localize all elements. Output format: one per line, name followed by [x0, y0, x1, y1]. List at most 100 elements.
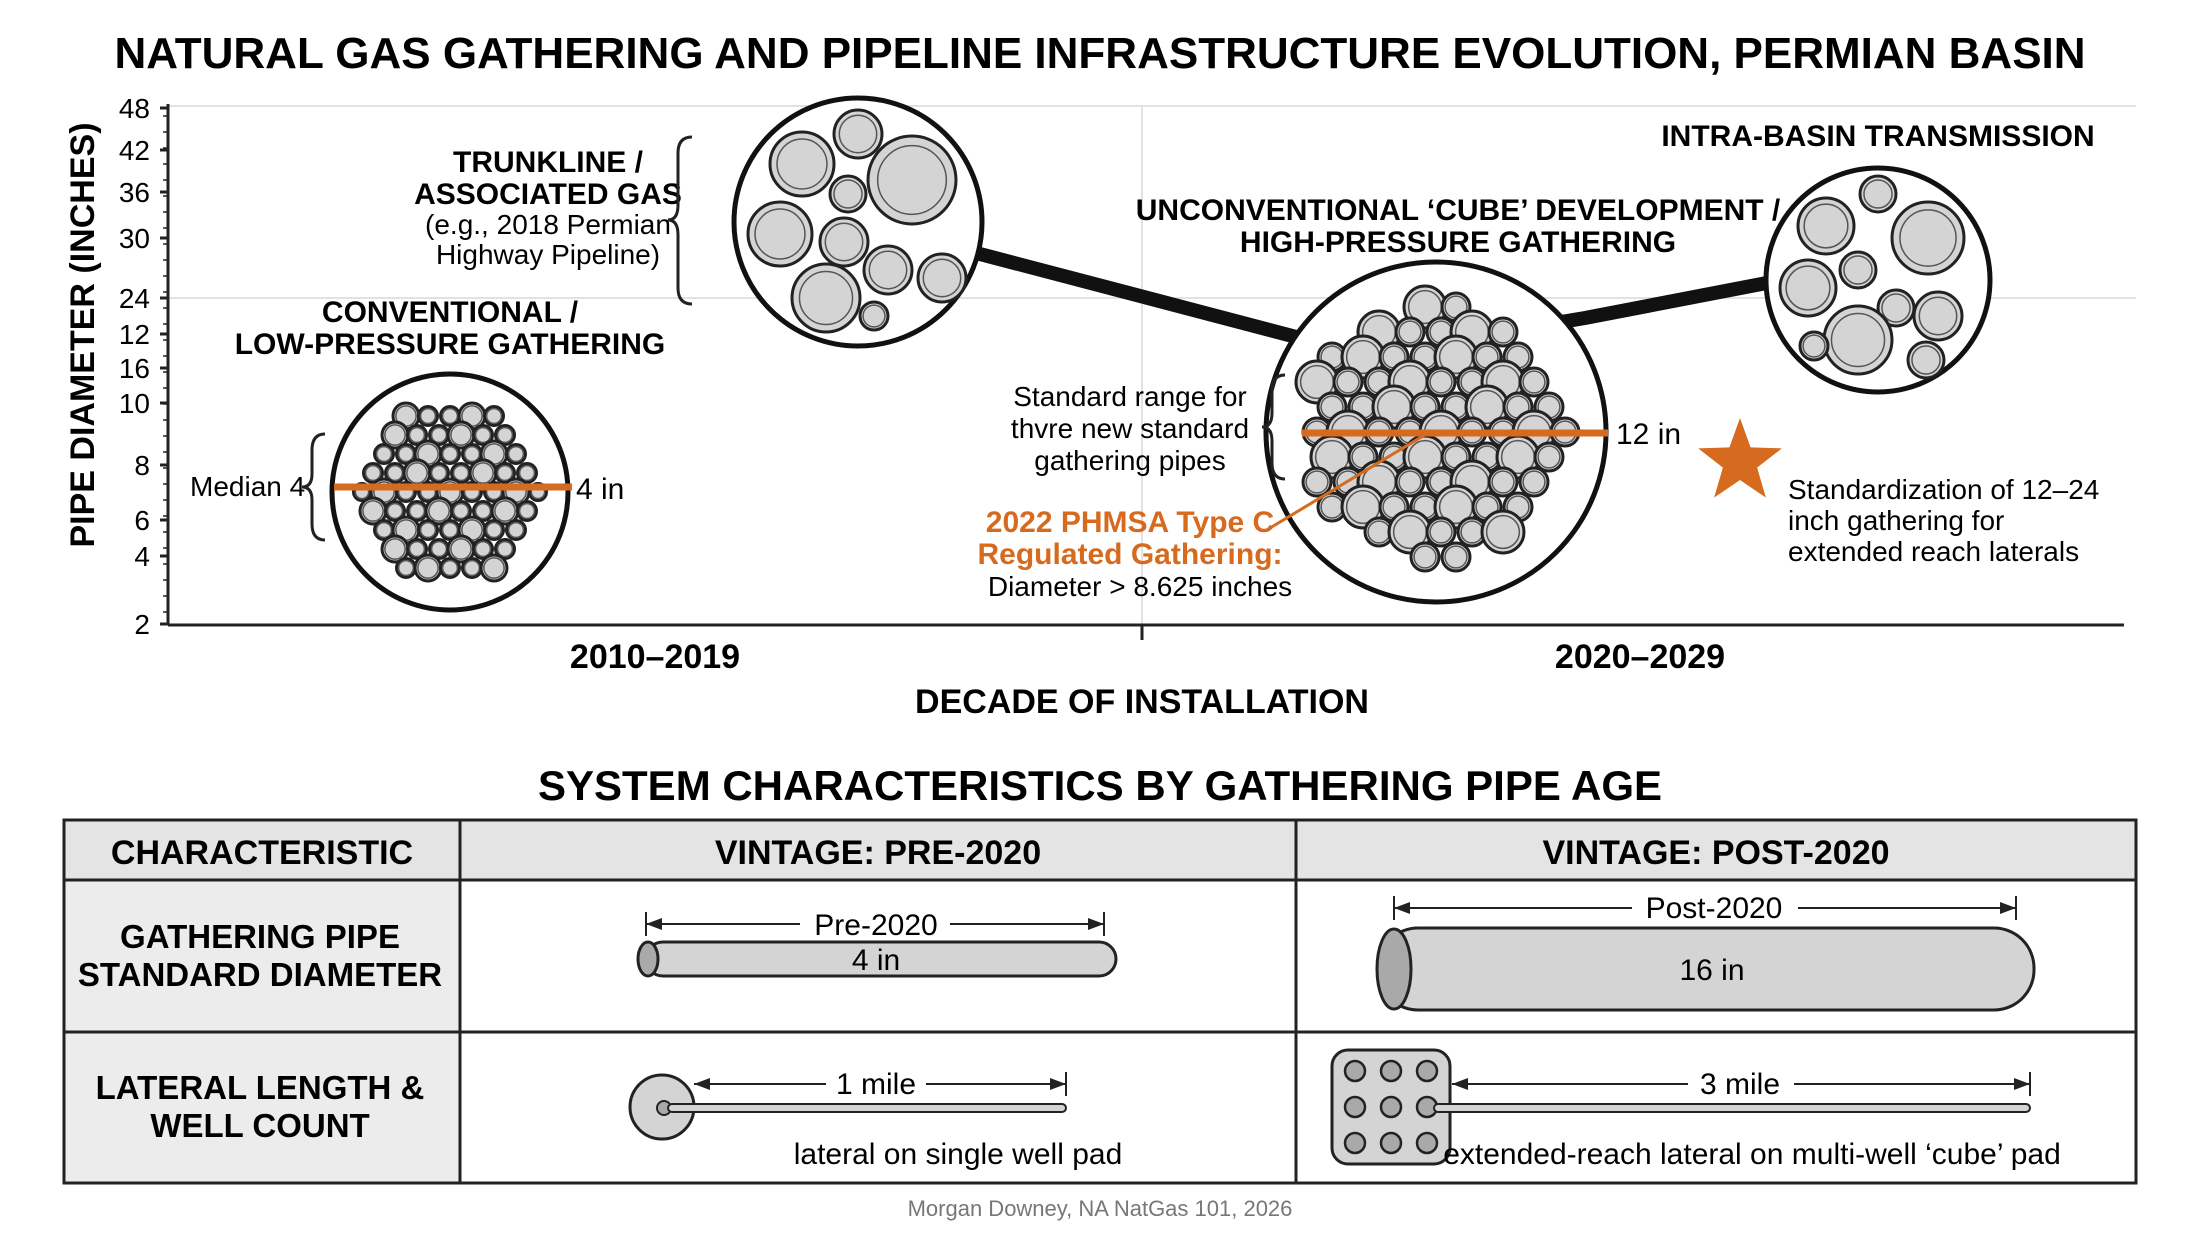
pipe-cross-section	[1838, 250, 1878, 290]
pre2020-lateral-illustration: 1 mile lateral on single well pad	[628, 1066, 1123, 1171]
trunkline-title-2: ASSOCIATED GAS	[414, 178, 682, 211]
pipe-cross-section	[1518, 366, 1550, 398]
dimension-label-background	[1688, 1066, 1794, 1102]
pipe-inner-wall	[483, 557, 505, 579]
pipe-inner-wall	[1429, 520, 1453, 544]
credit-line: Morgan Downey, NA NatGas 101, 2026	[908, 1196, 1293, 1221]
pipe-inner-wall	[430, 540, 448, 558]
pipe-inner-wall	[518, 464, 536, 482]
x-category-label: 2010–2019	[570, 638, 740, 676]
pipe-inner-wall	[1803, 203, 1849, 249]
table-header-pre2020: VINTAGE: PRE-2020	[715, 834, 1041, 872]
pipe-inner-wall	[397, 445, 415, 463]
pipe-inner-wall	[507, 521, 525, 539]
wellhead	[1379, 1059, 1403, 1083]
arrowhead	[2014, 1078, 2030, 1090]
pipe-inner-wall	[507, 445, 525, 463]
pre2020-diameter-value: 4 in	[852, 944, 900, 977]
pipe-inner-wall	[430, 464, 448, 482]
conventional-median-label: Median 4	[190, 471, 305, 502]
pipe-cross-section	[1858, 174, 1898, 214]
star-icon	[1698, 418, 1782, 498]
pipe-inner-wall	[1413, 545, 1437, 569]
pipe-cross-section	[1518, 466, 1550, 498]
trunkline-bundle	[731, 95, 985, 349]
wellhead-grid	[1343, 1059, 1439, 1155]
pipe-inner-wall	[474, 426, 492, 444]
wellhead	[1343, 1059, 1367, 1083]
pipe-inner-wall	[452, 502, 470, 520]
arrowhead	[1088, 918, 1104, 930]
lateral-pipe	[1433, 1103, 2031, 1113]
pipe-inner-wall	[496, 426, 514, 444]
y-tick-label: 36	[119, 177, 150, 208]
cube-range-label-2: thvre new standard	[1011, 413, 1249, 444]
pipe-cross-section	[858, 300, 890, 332]
pipe-cross-section	[1796, 196, 1856, 256]
pipe-cross-section	[862, 244, 914, 296]
row-label-lateral-2: WELL COUNT	[150, 1107, 369, 1144]
pipe-cross-section	[413, 553, 443, 583]
pipe-inner-wall	[1881, 293, 1911, 323]
dimension-label-background	[826, 1066, 926, 1102]
pipe-cross-section	[1890, 200, 1966, 276]
wellhead	[1343, 1095, 1367, 1119]
pipe-inner-wall	[518, 502, 536, 520]
pipe-cross-section	[1394, 466, 1426, 498]
dimension-label-background	[800, 906, 950, 942]
arrowhead	[2000, 902, 2016, 914]
phmsa-note: Diameter > 8.625 inches	[988, 571, 1292, 602]
wellhead	[1379, 1095, 1403, 1119]
arrowhead	[1050, 1078, 1066, 1090]
post2020-lateral-caption: extended-reach lateral on multi-well ‘cu…	[1443, 1138, 2061, 1171]
wellhead	[1415, 1059, 1439, 1083]
pipe-cross-section	[1394, 316, 1426, 348]
pipe-cross-section	[483, 405, 505, 427]
table-header-characteristic: CHARACTERISTIC	[111, 834, 413, 872]
pipe-cross-section	[1425, 516, 1457, 548]
lateral-pipe	[667, 1103, 1067, 1113]
pipe-inner-wall	[485, 521, 503, 539]
pipe-cross-section	[1440, 541, 1472, 573]
pipe-inner-wall	[472, 462, 494, 484]
wellhead	[1379, 1131, 1403, 1155]
y-axis-title: PIPE DIAMETER (INCHES)	[64, 122, 102, 547]
pipe-inner-wall	[463, 445, 481, 463]
wellhead	[1343, 1131, 1367, 1155]
dimension-label-background	[1632, 890, 1798, 926]
row-label-diameter-1: GATHERING PIPE	[120, 918, 400, 955]
pipe-inner-wall	[419, 521, 437, 539]
transmission-title: INTRA-BASIN TRANSMISSION	[1661, 120, 2094, 153]
pipe-cross-section	[417, 519, 439, 541]
pipe-inner-wall	[406, 462, 428, 484]
table-border	[62, 818, 2138, 1185]
arrowhead	[646, 918, 662, 930]
pre2020-lateral-caption: lateral on single well pad	[794, 1138, 1123, 1171]
y-tick-label: 2	[134, 609, 150, 640]
pipe-end	[636, 940, 660, 978]
phmsa-title-1: 2022 PHMSA Type C	[986, 506, 1274, 539]
pipe-cross-section	[1487, 316, 1519, 348]
post2020-diameter-value: 16 in	[1679, 954, 1744, 987]
cube-title-2: HIGH-PRESSURE GATHERING	[1240, 226, 1676, 259]
pipe-inner-wall	[824, 222, 864, 262]
row-label-diameter-2: STANDARD DIAMETER	[78, 956, 442, 993]
pipe-inner-wall	[419, 407, 437, 425]
pipe-inner-wall	[776, 138, 828, 190]
pipe-inner-wall	[1398, 470, 1422, 494]
pipe-inner-wall	[754, 208, 806, 260]
row-label-lateral-1: LATERAL LENGTH &	[96, 1069, 425, 1106]
arrowhead	[1394, 902, 1410, 914]
pipe-inner-wall	[384, 538, 406, 560]
y-tick-label: 12	[119, 319, 150, 350]
pipe-inner-wall	[463, 559, 481, 577]
pipe-cross-section	[1487, 466, 1519, 498]
table-title: SYSTEM CHARACTERISTICS BY GATHERING PIPE…	[538, 762, 1662, 809]
pipe-cross-section	[479, 553, 509, 583]
pipe-cross-section	[1409, 541, 1441, 573]
pipe-cross-section	[439, 443, 461, 465]
pipe-cross-section	[483, 519, 505, 541]
pipe-inner-wall	[474, 540, 492, 558]
